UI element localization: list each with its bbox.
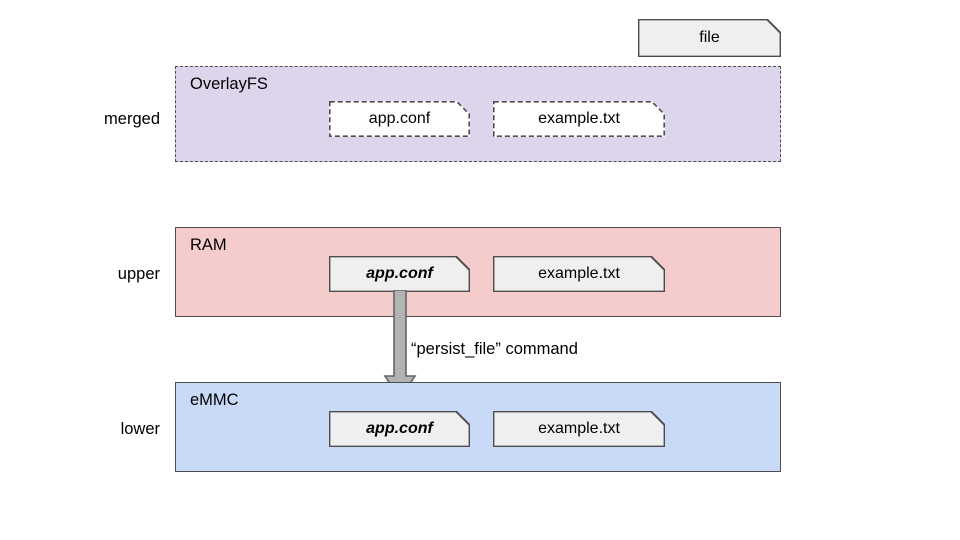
file-legend-note: file bbox=[638, 19, 781, 57]
file-legend-note-fill bbox=[638, 19, 781, 57]
lower-file-example-txt-fill bbox=[493, 411, 665, 447]
merged-file-app-conf-fill bbox=[329, 101, 470, 137]
upper-file-app-conf-label: app.conf bbox=[366, 265, 433, 282]
row-label-upper: upper bbox=[117, 265, 160, 283]
merged-file-example-txt: example.txt bbox=[493, 101, 665, 137]
layer-lower-title: eMMC bbox=[190, 391, 239, 409]
lower-file-app-conf-label: app.conf bbox=[366, 420, 433, 437]
merged-file-app-conf-label: app.conf bbox=[368, 110, 431, 127]
upper-file-app-conf: app.conf bbox=[329, 256, 470, 292]
merged-file-app-conf: app.conf bbox=[329, 101, 470, 137]
layer-upper-ram: RAM bbox=[175, 227, 781, 317]
layer-merged-overlayfs: OverlayFS bbox=[175, 66, 781, 162]
file-legend-note-label: file bbox=[699, 29, 720, 46]
upper-file-app-conf-fill bbox=[329, 256, 470, 292]
merged-file-example-txt-outline bbox=[493, 101, 665, 137]
upper-file-example-txt-fill bbox=[493, 256, 665, 292]
upper-file-example-txt-label: example.txt bbox=[538, 265, 620, 282]
row-label-merged: merged bbox=[104, 110, 160, 128]
persist-file-arrow-label: “persist_file” command bbox=[411, 340, 578, 358]
merged-file-app-conf-outline bbox=[329, 101, 470, 137]
lower-file-example-txt-label: example.txt bbox=[538, 420, 620, 437]
upper-file-example-txt: example.txt bbox=[493, 256, 665, 292]
layer-lower-emmc: eMMC bbox=[175, 382, 781, 472]
lower-file-example-txt: example.txt bbox=[493, 411, 665, 447]
layer-merged-title: OverlayFS bbox=[190, 75, 268, 93]
merged-file-example-txt-fill bbox=[493, 101, 665, 137]
merged-file-example-txt-label: example.txt bbox=[538, 110, 620, 127]
layer-upper-title: RAM bbox=[190, 236, 227, 254]
lower-file-app-conf-fill bbox=[329, 411, 470, 447]
lower-file-app-conf: app.conf bbox=[329, 411, 470, 447]
row-label-lower: lower bbox=[120, 420, 160, 438]
